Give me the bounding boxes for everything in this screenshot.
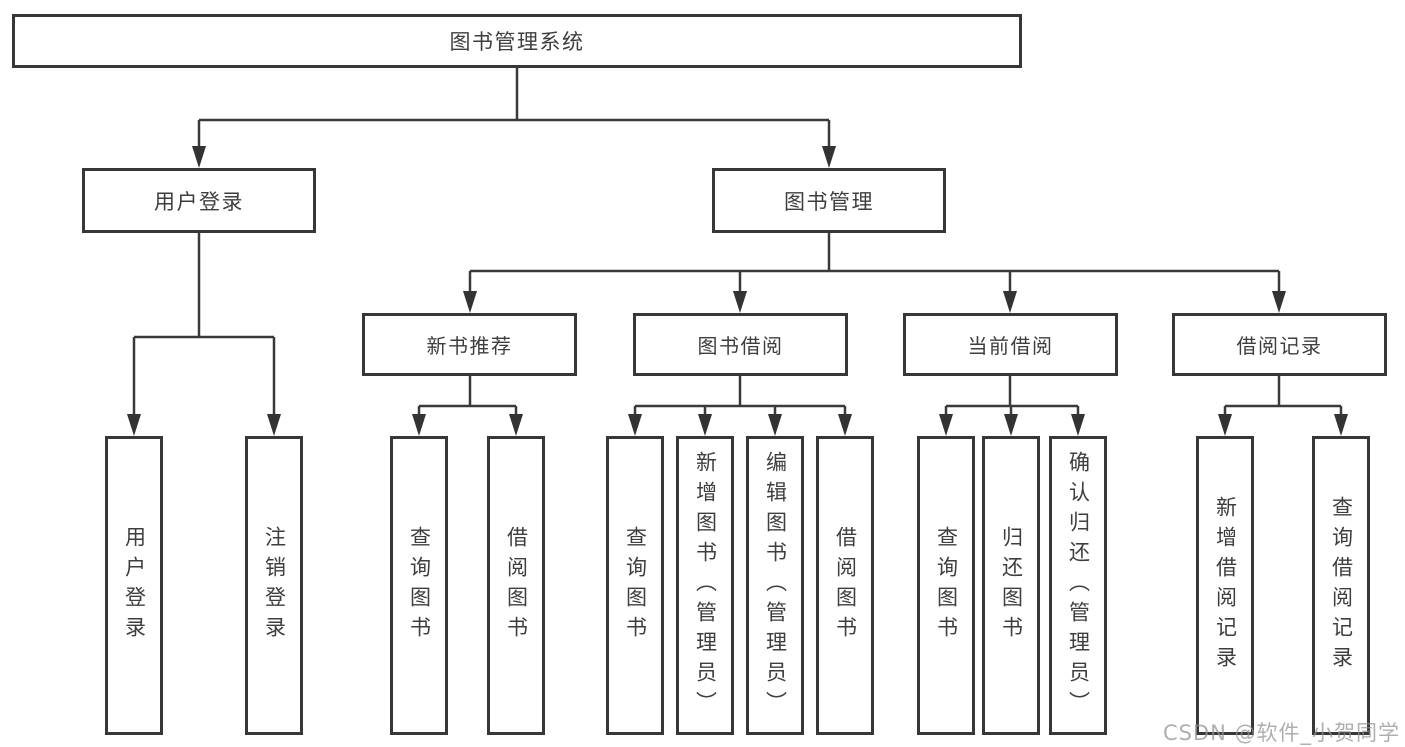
leaf-query-books-current: 查询图书 (917, 436, 975, 735)
node-label: 查询图书 (407, 525, 432, 646)
node-borrowing-records: 借阅记录 (1172, 313, 1387, 376)
node-label: 图书借阅 (697, 334, 784, 358)
node-label: 编辑图书（管理员） (763, 450, 788, 721)
leaf-confirm-return-admin: 确认归还（管理员） (1049, 436, 1107, 735)
node-library-management-system: 图书管理系统 (12, 14, 1022, 68)
node-label: 借阅记录 (1236, 334, 1323, 358)
node-label: 图书管理 (784, 189, 874, 214)
node-label: 图书管理系统 (449, 30, 585, 54)
node-book-borrowing: 图书借阅 (633, 313, 848, 376)
node-label: 归还图书 (999, 525, 1024, 646)
node-label: 确认归还（管理员） (1066, 450, 1091, 721)
node-label: 查询借阅记录 (1329, 495, 1354, 676)
leaf-return-book: 归还图书 (982, 436, 1040, 735)
node-label: 新增借阅记录 (1213, 495, 1238, 676)
leaf-user-login: 用户登录 (105, 436, 163, 735)
node-label: 借阅图书 (833, 525, 858, 646)
leaf-logout: 注销登录 (245, 436, 303, 735)
node-label: 借阅图书 (504, 525, 529, 646)
node-book-management: 图书管理 (712, 168, 946, 233)
leaf-query-books-borrow: 查询图书 (606, 436, 664, 735)
node-label: 用户登录 (122, 525, 147, 646)
node-current-borrowing: 当前借阅 (903, 313, 1118, 376)
node-label: 用户登录 (154, 189, 244, 214)
node-user-login: 用户登录 (82, 168, 316, 233)
leaf-add-book-admin: 新增图书（管理员） (676, 436, 734, 735)
leaf-query-borrow-record: 查询借阅记录 (1312, 436, 1370, 735)
leaf-query-books-recommend: 查询图书 (390, 436, 448, 735)
leaf-borrow-books-recommend: 借阅图书 (487, 436, 545, 735)
node-label: 查询图书 (623, 525, 648, 646)
node-label: 注销登录 (262, 525, 287, 646)
leaf-add-borrow-record: 新增借阅记录 (1196, 436, 1254, 735)
node-new-book-recommendation: 新书推荐 (362, 313, 577, 376)
node-label: 当前借阅 (967, 334, 1054, 358)
node-label: 查询图书 (934, 525, 959, 646)
node-label: 新书推荐 (426, 334, 513, 358)
leaf-borrow-books: 借阅图书 (816, 436, 874, 735)
csdn-watermark: CSDN @软件_小贺同学 (1162, 721, 1400, 745)
node-label: 新增图书（管理员） (693, 450, 718, 721)
leaf-edit-book-admin: 编辑图书（管理员） (746, 436, 804, 735)
